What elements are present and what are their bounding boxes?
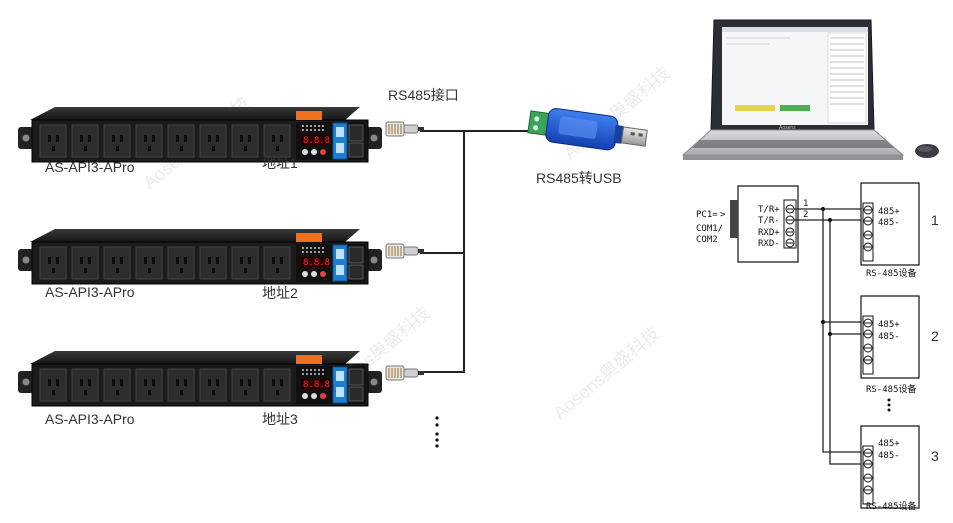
pin-tr-minus: T/R-: [758, 216, 780, 226]
continuation-dots-right: [887, 398, 891, 412]
pdu-unit-2: [17, 228, 383, 285]
pin-rxd-plus: RXD+: [758, 228, 780, 238]
pdu-unit-1: [17, 106, 383, 163]
pin-tr-plus: T/R+: [758, 205, 780, 215]
continuation-dots-left: [435, 416, 439, 448]
device-2-number: 2: [931, 328, 939, 344]
device-2-pin-plus: 485+: [878, 320, 900, 330]
pin-rxd-minus: RXD-: [758, 239, 780, 249]
device-1-pin-plus: 485+: [878, 207, 900, 217]
rs485-usb-converter: [527, 108, 648, 151]
device-1-pin-minus: 485-: [878, 218, 900, 228]
pdu-2-model: AS-API3-APro: [45, 284, 135, 300]
watermark: Aosens奥盛科技: [550, 323, 664, 423]
rj45-plug-1: [385, 121, 425, 137]
laptop-brand: Aosens: [779, 125, 796, 131]
com1-label: COM1/: [696, 224, 723, 234]
wire-number-2: 2: [803, 210, 808, 220]
wire-number-1: 1: [803, 199, 808, 209]
device-3-label: RS-485设备: [866, 500, 917, 512]
rs485-bus-wires: [420, 130, 532, 373]
pdu-1-model: AS-API3-APro: [45, 159, 135, 175]
rs485-device-wires: [794, 208, 867, 465]
pdu-3-address: 地址3: [262, 411, 298, 427]
pc-com-port: T/R+ T/R- RXD+ RXD-: [730, 185, 799, 263]
laptop: Aosens: [681, 19, 939, 160]
pdu-1-address: 地址1: [262, 155, 298, 171]
com2-label: COM2: [696, 235, 718, 245]
converter-label: RS485转USB: [536, 170, 622, 186]
device-3-number: 3: [931, 448, 939, 464]
rj45-plug-3: [385, 365, 425, 381]
pdu-3-model: AS-API3-APro: [45, 411, 135, 427]
rs485-port-label: RS485接口: [388, 87, 459, 103]
rj45-plug-2: [385, 243, 425, 259]
pdu-unit-3: [17, 350, 383, 407]
device-1-label: RS-485设备: [866, 267, 917, 279]
device-3-pin-minus: 485-: [878, 451, 900, 461]
device-3-pin-plus: 485+: [878, 439, 900, 449]
wire-junctions: [821, 207, 832, 336]
pc-label: PC1=: [696, 210, 718, 220]
pc-arrow: >: [720, 210, 726, 220]
pdu-2-address: 地址2: [262, 285, 298, 301]
device-1-number: 1: [931, 212, 939, 228]
device-2-label: RS-485设备: [866, 383, 917, 395]
device-2-pin-minus: 485-: [878, 332, 900, 342]
